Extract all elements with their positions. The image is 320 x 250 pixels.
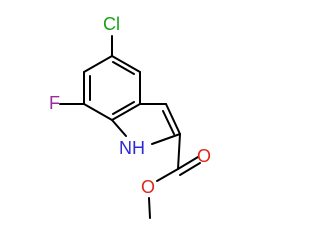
bond-n1-c7a: [111, 119, 127, 137]
bond-c2-n1: [151, 133, 181, 145]
bond-c2-ccarbonyl: [177, 133, 181, 170]
bond-c3-c2: [165, 103, 181, 135]
atom-label-layer: Cl F NH O O: [49, 14, 211, 197]
bond-ccarbonyl-o-double-b: [179, 162, 201, 176]
bond-oester-methyl: [148, 197, 151, 219]
atom-label-nitrogen-hydrogen: NH: [119, 138, 145, 158]
bond-ccarbonyl-o-double-a: [177, 156, 199, 170]
bond-layer: [59, 35, 201, 219]
bond-c7-c7a: [83, 103, 113, 121]
atom-label-fluorine: F: [49, 93, 60, 113]
atom-label-carbonyl-oxygen: O: [197, 146, 211, 166]
bond-c7a-c3a: [111, 103, 141, 121]
bond-ccarbonyl-oester: [156, 168, 179, 182]
bond-c7a-c3a-inner: [112, 101, 135, 115]
bond-c3-c2-double: [162, 110, 175, 135]
atom-label-ester-oxygen: O: [141, 177, 155, 197]
bond-c4-c5: [111, 55, 141, 73]
atom-label-chlorine: Cl: [103, 14, 120, 34]
bond-c5-c6: [83, 55, 113, 73]
structure-canvas: Cl F NH O O: [49, 13, 212, 219]
bond-c4-c5-inner: [112, 61, 135, 75]
molecule-drawing: Cl F NH O O: [49, 14, 211, 219]
